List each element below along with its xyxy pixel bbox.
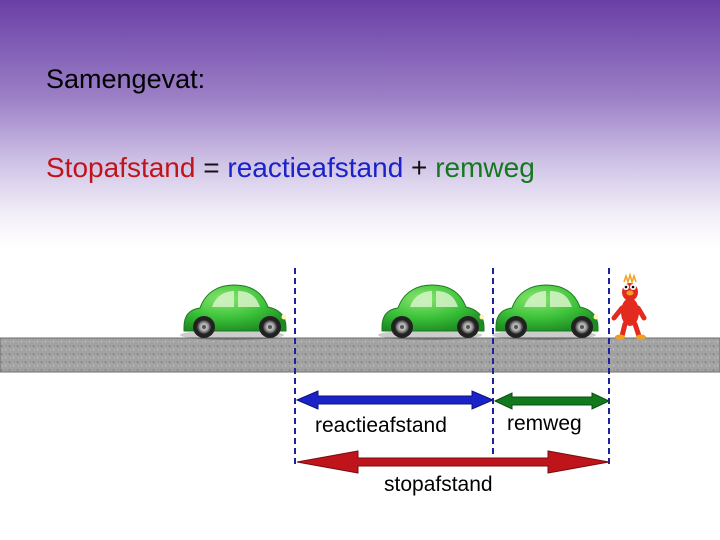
formula-remweg: remweg — [435, 152, 535, 183]
braking-distance-arrow — [493, 392, 611, 410]
formula-plus: + — [411, 152, 428, 183]
formula-reactieafstand: reactieafstand — [227, 152, 404, 183]
reaction-distance-label: reactieafstand — [315, 414, 447, 437]
braking-distance-label: remweg — [507, 412, 582, 435]
car-icon — [179, 284, 287, 341]
stopping-distance-arrow — [296, 450, 610, 474]
car-icon — [491, 284, 599, 341]
car-icon — [377, 284, 485, 341]
formula-stopafstand: Stopafstand — [46, 152, 196, 183]
character-icon — [614, 275, 646, 340]
stopping-distance-label: stopafstand — [384, 473, 493, 496]
road — [0, 337, 720, 373]
summary-heading: Samengevat: — [46, 64, 206, 94]
formula-equals: = — [203, 152, 220, 183]
reaction-distance-arrow — [295, 390, 495, 410]
formula: Stopafstand = reactieafstand + remweg — [46, 152, 535, 184]
